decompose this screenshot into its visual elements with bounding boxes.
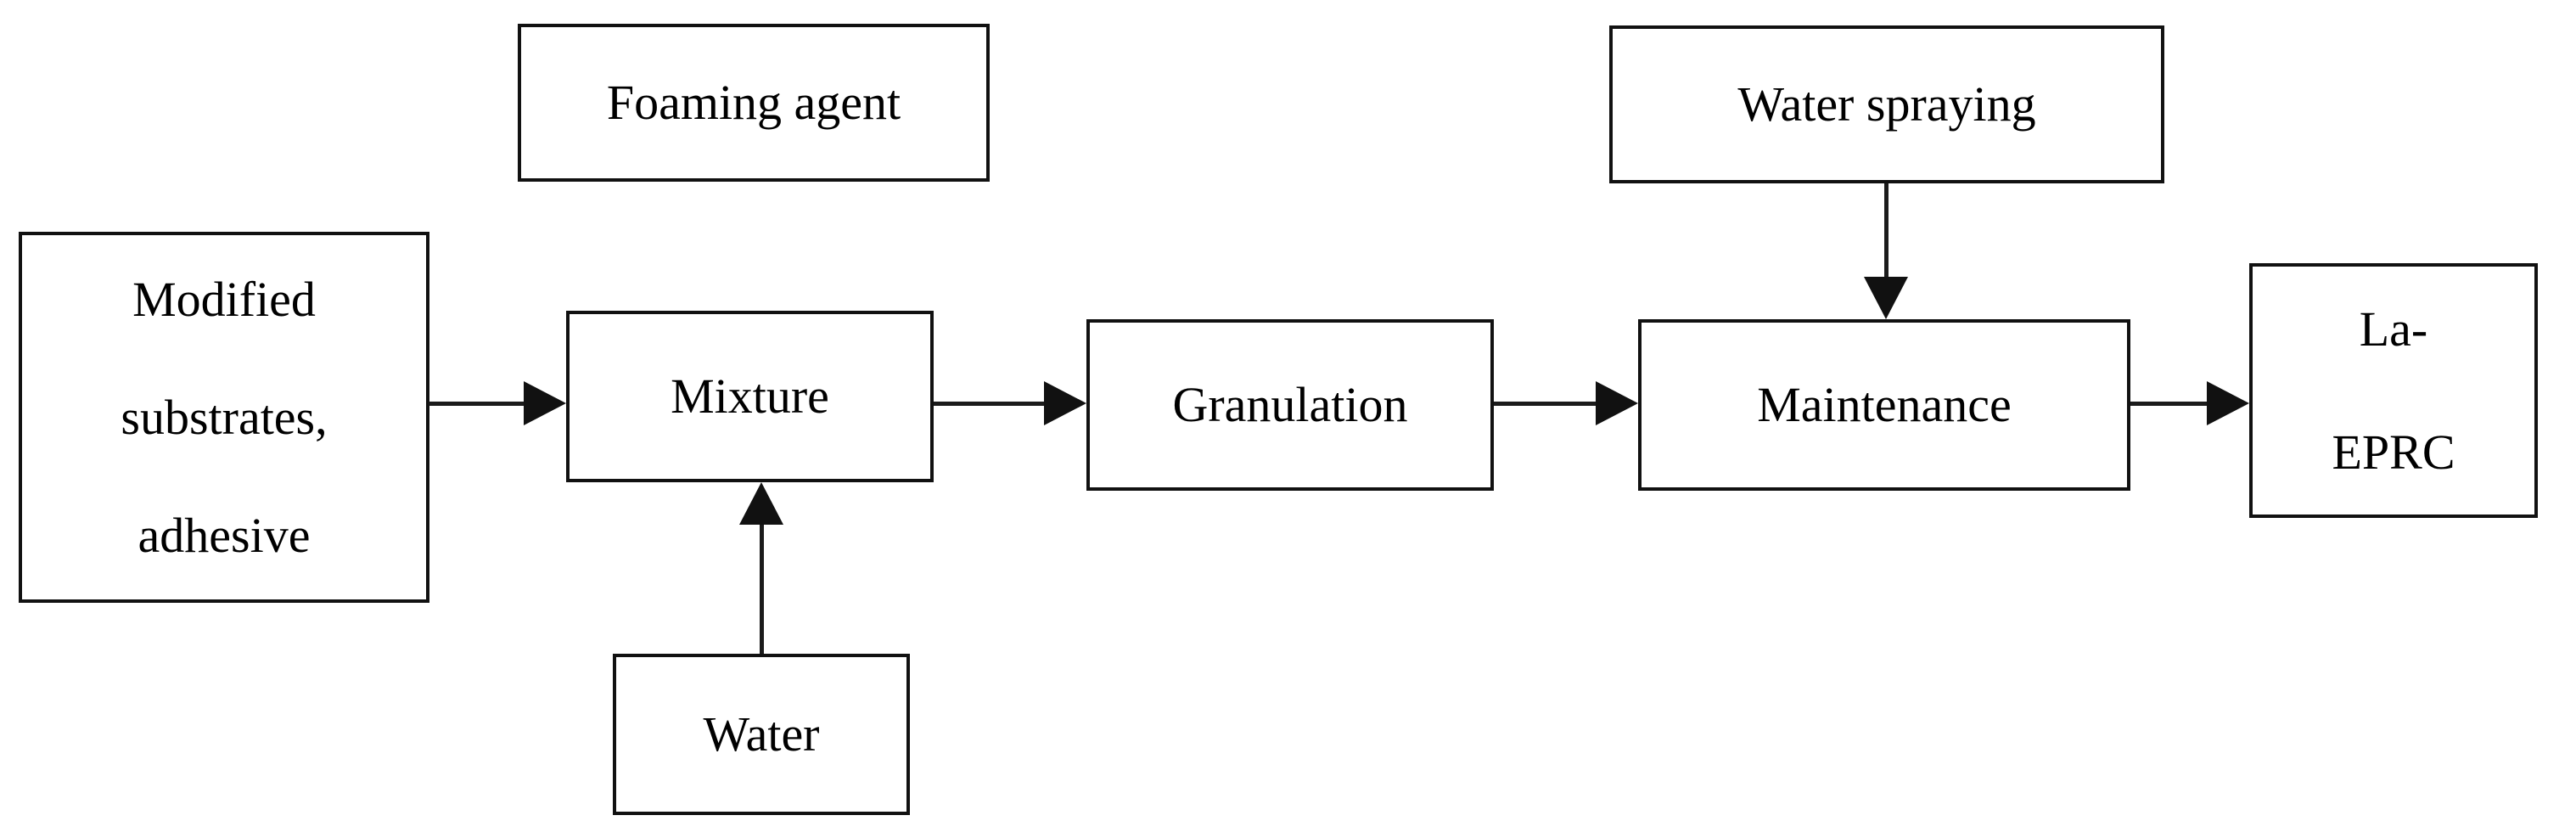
arrow-mixture-to-granulation-head-icon bbox=[1044, 381, 1086, 425]
arrow-water-spraying-to-maintenance-head-icon bbox=[1864, 277, 1908, 319]
node-la-eprc-label: La-EPRC bbox=[2332, 301, 2455, 480]
arrow-granulation-to-maintenance-head-icon bbox=[1596, 381, 1638, 425]
node-modified-substrates-adhesive-label: Modified substrates, adhesive bbox=[121, 271, 328, 564]
arrow-water-to-mixture-head-icon bbox=[739, 482, 783, 525]
arrow-granulation-to-maintenance-line bbox=[1494, 402, 1599, 406]
node-water-label: Water bbox=[703, 706, 820, 762]
arrow-maintenance-to-la-eprc-line bbox=[2130, 402, 2210, 406]
node-la-eprc: La-EPRC bbox=[2249, 263, 2538, 518]
node-water-spraying-label: Water spraying bbox=[1737, 76, 2036, 132]
node-modified-substrates-adhesive: Modified substrates, adhesive bbox=[19, 232, 429, 603]
node-foaming-agent: Foaming agent bbox=[518, 24, 990, 182]
node-water: Water bbox=[613, 654, 910, 815]
node-granulation-label: Granulation bbox=[1172, 376, 1408, 432]
node-foaming-agent-label: Foaming agent bbox=[606, 74, 901, 130]
arrow-mixture-to-granulation-line bbox=[934, 402, 1047, 406]
arrow-water-spraying-to-maintenance-line bbox=[1884, 183, 1889, 280]
node-granulation: Granulation bbox=[1086, 319, 1494, 491]
arrow-modified-to-mixture-line bbox=[429, 402, 527, 406]
node-mixture: Mixture bbox=[566, 311, 934, 482]
arrow-maintenance-to-la-eprc-head-icon bbox=[2207, 381, 2249, 425]
node-maintenance-label: Maintenance bbox=[1757, 376, 2012, 432]
arrow-modified-to-mixture-head-icon bbox=[524, 381, 566, 425]
node-maintenance: Maintenance bbox=[1638, 319, 2130, 491]
arrow-water-to-mixture-line bbox=[760, 521, 764, 654]
node-water-spraying: Water spraying bbox=[1609, 25, 2164, 183]
node-mixture-label: Mixture bbox=[671, 368, 829, 424]
